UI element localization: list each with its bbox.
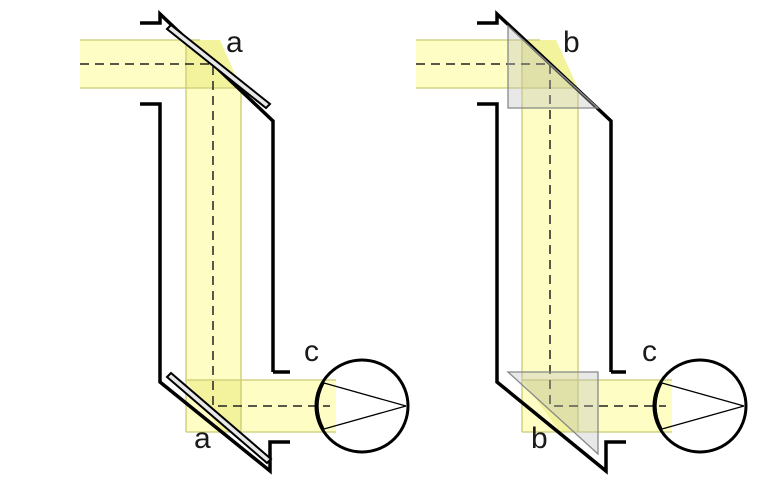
optical-axis-left [80, 63, 330, 407]
label-mirror-top: a [226, 26, 243, 59]
light-beam-right [416, 39, 672, 433]
mirror-periscope: a a c [80, 9, 410, 475]
housing-left-inner [140, 102, 290, 475]
label-prism-bottom: b [531, 422, 548, 455]
mirror-bottom [165, 371, 273, 465]
housing-left-outer [140, 9, 275, 372]
eye-right [652, 358, 748, 454]
prism-bottom [506, 371, 599, 456]
housing-right-outer [477, 9, 613, 372]
label-eye-right: c [642, 335, 657, 368]
label-mirror-bottom: a [194, 422, 211, 455]
prism-periscope: b b c [416, 9, 748, 475]
light-beam-left [80, 39, 336, 433]
mirror-top [165, 23, 272, 110]
housing-right-inner [477, 102, 626, 475]
optical-axis-right [416, 63, 666, 407]
eye-left [314, 358, 410, 454]
label-prism-top: b [563, 26, 580, 59]
label-eye-left: c [304, 335, 319, 368]
prism-top [507, 24, 600, 109]
